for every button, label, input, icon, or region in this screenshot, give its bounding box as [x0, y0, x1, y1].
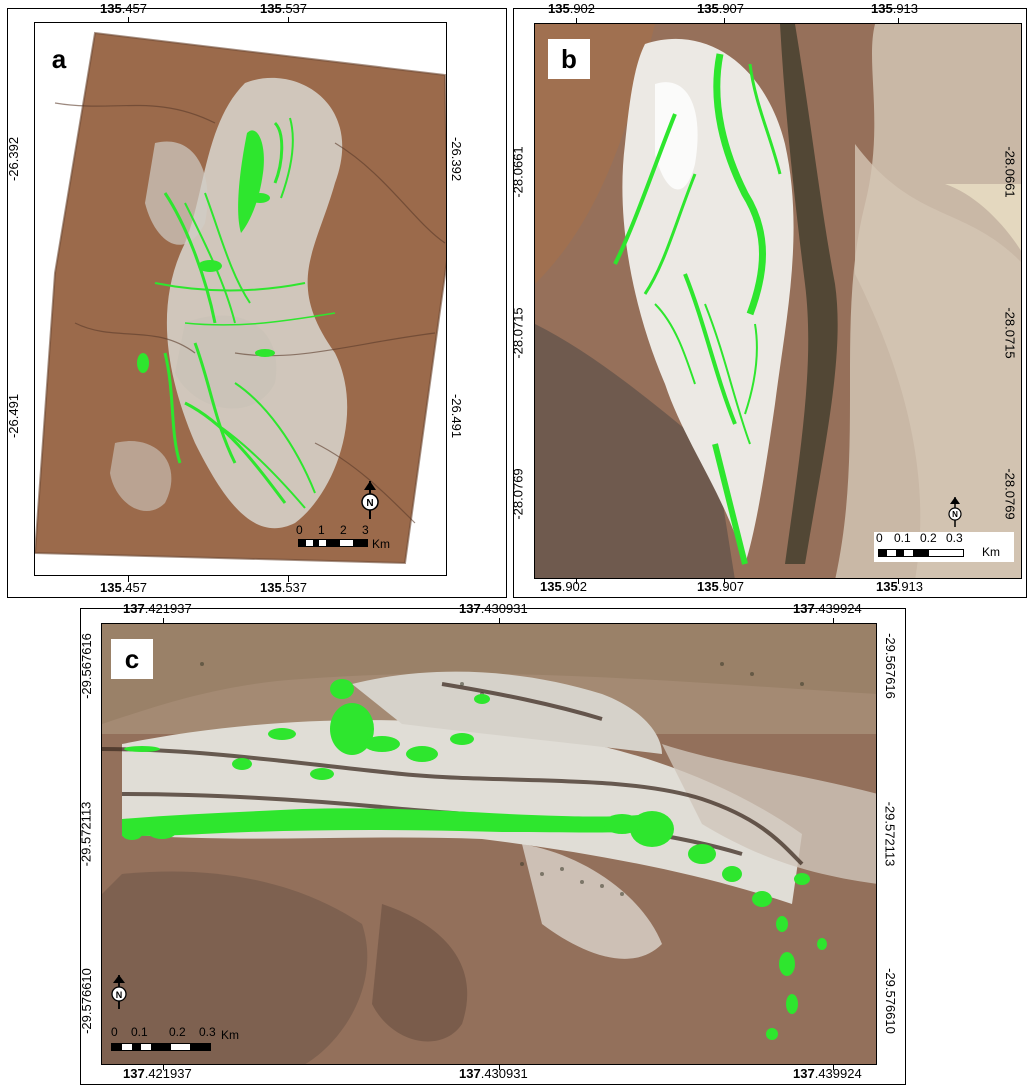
- right-tick-label: -28.0715: [1002, 307, 1018, 359]
- right-tick-label: -26.491: [449, 393, 465, 439]
- bottom-tick-label: 135.902: [540, 579, 588, 594]
- panel-letter-a: a: [38, 39, 80, 79]
- satellite-image-a: [35, 31, 446, 565]
- scale-bar-b: 0 0.1 0.2 0.3 Km: [874, 532, 1014, 562]
- left-tick-label: -28.0715: [510, 307, 526, 359]
- top-tick-label: 137.439924: [793, 601, 862, 616]
- top-tick-label: 135.913: [871, 1, 919, 16]
- shrub-corridor-b: [780, 24, 838, 564]
- left-tick-label: -28.0769: [510, 468, 526, 520]
- top-tick-label: 135.457: [100, 1, 148, 16]
- bottom-tick-label: 135.537: [260, 580, 308, 595]
- panel-b: 135.902 135.907 135.913 135.902 135.907 …: [510, 2, 1027, 598]
- map-frame-c: [101, 623, 877, 1065]
- salt-flats-a: [110, 77, 348, 529]
- right-tick-label: -28.0661: [1002, 146, 1018, 198]
- panel-a: 135.457 135.537 135.457 135.537 -26.392 …: [6, 2, 507, 598]
- north-arrow-icon: N: [948, 497, 962, 527]
- top-tick-label: 135.537: [260, 1, 308, 16]
- north-label: N: [366, 498, 373, 509]
- bottom-tick-label: 135.907: [697, 579, 745, 594]
- left-tick-label: -28.0661: [510, 146, 526, 198]
- right-tick-label: -28.0769: [1002, 468, 1018, 520]
- panel-c: 137.421937 137.430931 137.439924 137.421…: [78, 602, 906, 1085]
- top-tick-label: 135.907: [697, 1, 745, 16]
- right-tick-label: -29.576610: [882, 968, 898, 1034]
- left-tick-label: -26.491: [6, 393, 22, 439]
- satellite-image-c: [102, 624, 876, 1064]
- top-tick-label: 137.430931: [459, 601, 528, 616]
- scale-bar-a: 0 1 2 3 Km: [296, 523, 390, 551]
- panel-letter-c: c: [111, 639, 153, 679]
- left-tick-label: -29.567616: [78, 633, 94, 699]
- bottom-tick-label: 135.913: [876, 579, 924, 594]
- north-label: N: [952, 510, 958, 519]
- map-frame-a: [34, 22, 447, 576]
- left-tick-label: -29.576610: [78, 968, 94, 1034]
- panel-letter-b: b: [548, 39, 590, 79]
- left-tick-label: -26.392: [6, 136, 22, 182]
- north-arrow-icon: N: [361, 481, 379, 519]
- north-arrow-icon: N: [111, 975, 127, 1009]
- right-tick-label: -29.572113: [882, 801, 898, 867]
- right-tick-label: -26.392: [449, 136, 465, 182]
- top-tick-label: 137.421937: [123, 601, 192, 616]
- right-tick-label: -29.567616: [882, 633, 898, 699]
- north-label: N: [116, 990, 123, 1000]
- scale-bar-c: 0 0.1 0.2 0.3 Km: [111, 1026, 261, 1058]
- vegetation-overlay-a: [137, 117, 336, 509]
- vegetation-overlay-c: [122, 679, 827, 1040]
- bottom-tick-label: 137.439924: [793, 1066, 862, 1081]
- top-tick-label: 135.902: [548, 1, 596, 16]
- map-frame-b: [534, 23, 1022, 579]
- bottom-tick-label: 137.421937: [123, 1066, 192, 1081]
- bottom-tick-label: 135.457: [100, 580, 148, 595]
- bottom-tick-label: 137.430931: [459, 1066, 528, 1081]
- vegetation-overlay-b: [613, 53, 782, 565]
- salt-flat-b: [622, 38, 794, 564]
- satellite-image-b: [535, 24, 1021, 578]
- left-tick-label: -29.572113: [78, 801, 94, 867]
